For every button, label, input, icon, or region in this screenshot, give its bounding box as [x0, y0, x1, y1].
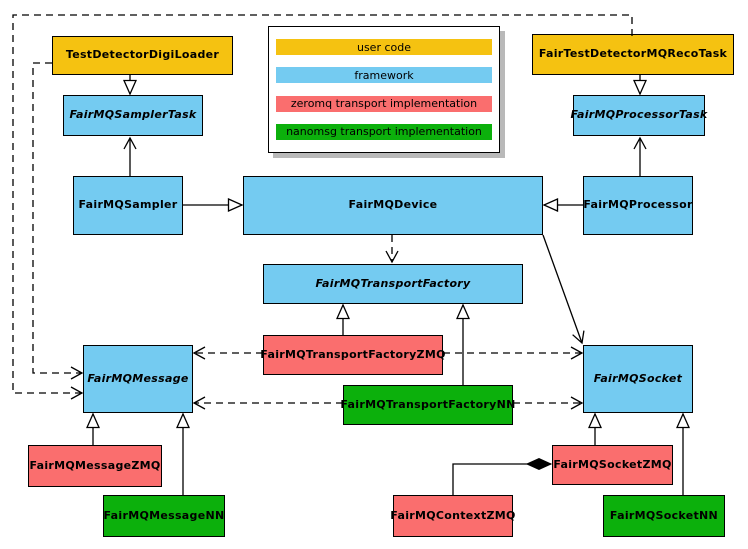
- node-label: FairMQSocketZMQ: [553, 457, 672, 471]
- node-fairmqsampler: FairMQSampler: [73, 176, 183, 235]
- node-label: FairMQMessage: [87, 371, 189, 385]
- node-fairmqtransportfactoryzmq: FairMQTransportFactoryZMQ: [260, 335, 445, 375]
- node-label: TestDetectorDigiLoader: [65, 48, 220, 62]
- legend-item-user-code: user code: [276, 39, 492, 56]
- node-label: FairMQTransportFactoryNN: [340, 397, 516, 411]
- legend-item-framework: framework: [276, 67, 492, 84]
- node-fairmqsamplertask: FairMQSamplerTask: [63, 95, 203, 136]
- legend-label: user code: [356, 40, 412, 54]
- node-fairmqsocketnn: FairMQSocketNN: [603, 495, 725, 537]
- legend: user code framework zeromq transport imp…: [268, 26, 500, 153]
- node-label: FairTestDetectorMQRecoTask: [538, 47, 728, 61]
- node-label: FairMQMessageNN: [103, 508, 225, 522]
- edge-contextzmq-socketzmq: [452, 464, 551, 495]
- node-fairmqcontextzmq: FairMQContextZMQ: [390, 495, 515, 537]
- node-fairtestdetectormqrecotask: FairTestDetectorMQRecoTask: [532, 34, 734, 75]
- legend-item-zeromq: zeromq transport implementation: [276, 95, 492, 112]
- node-testdetectordigiloader: TestDetectorDigiLoader: [52, 36, 233, 75]
- node-label: FairMQSampler: [78, 198, 178, 212]
- node-fairmqtransportfactorynn: FairMQTransportFactoryNN: [340, 385, 515, 425]
- node-label: FairMQSocket: [593, 371, 683, 385]
- node-label: FairMQSocketNN: [609, 508, 719, 522]
- node-label: FairMQDevice: [348, 198, 438, 212]
- legend-label: nanomsg transport implementation: [286, 125, 482, 139]
- legend-label: zeromq transport implementation: [290, 97, 478, 111]
- node-fairmqprocessor: FairMQProcessor: [583, 176, 693, 235]
- node-label: FairMQProcessorTask: [570, 108, 708, 122]
- node-fairmqsocketzmq: FairMQSocketZMQ: [552, 445, 673, 485]
- node-fairmqtransportfactory: FairMQTransportFactory: [263, 264, 523, 304]
- node-fairmqmessagenn: FairMQMessageNN: [103, 495, 225, 537]
- node-label: FairMQTransportFactory: [315, 276, 471, 290]
- node-fairmqdevice: FairMQDevice: [243, 176, 543, 235]
- node-fairmqsocket: FairMQSocket: [583, 345, 693, 413]
- legend-label: framework: [354, 68, 414, 82]
- node-label: FairMQSamplerTask: [69, 108, 197, 122]
- node-fairmqmessage: FairMQMessage: [83, 345, 193, 413]
- legend-item-nanomsg: nanomsg transport implementation: [276, 123, 492, 140]
- node-label: FairMQTransportFactoryZMQ: [260, 347, 446, 361]
- node-label: FairMQContextZMQ: [390, 508, 516, 522]
- node-fairmqmessagezmq: FairMQMessageZMQ: [28, 445, 162, 487]
- node-label: FairMQMessageZMQ: [29, 458, 161, 472]
- node-fairmqprocessortask: FairMQProcessorTask: [570, 95, 707, 136]
- edge-device-socket: [542, 234, 585, 345]
- node-label: FairMQProcessor: [583, 198, 693, 212]
